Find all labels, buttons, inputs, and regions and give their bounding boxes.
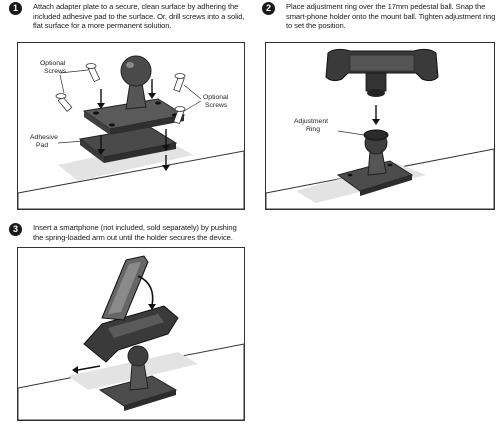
- step-2-illustration: Adjustment Ring: [265, 42, 495, 210]
- step-1-instructions: Attach adapter plate to a secure, clean …: [33, 2, 245, 31]
- pedestal-ball: [120, 55, 152, 87]
- step-1-number: 1: [9, 2, 22, 15]
- adapter-plate-diagram: Optional Screws Optional Screws Adhesive…: [18, 55, 244, 209]
- insertion-arrows: [72, 275, 156, 374]
- label-optional-screws-left: Optional Screws: [40, 60, 67, 75]
- step-1-illustration: Optional Screws Optional Screws Adhesive…: [17, 42, 245, 210]
- smartphone-holder: [83, 305, 179, 363]
- smartphone-insertion-diagram: [18, 255, 244, 420]
- optional-screw-left-2: [55, 93, 73, 112]
- pedestal-stem: [367, 150, 387, 176]
- step-2-number: 2: [262, 2, 275, 15]
- step-2-instructions: Place adjustment ring over the 17mm pede…: [286, 2, 496, 31]
- step-3-instructions: Insert a smartphone (not included, sold …: [33, 223, 237, 242]
- optional-screw-right-2: [173, 106, 186, 125]
- smartphone: [101, 255, 149, 321]
- optional-screw-left-1: [85, 63, 101, 83]
- adjustment-ring: [363, 129, 389, 141]
- label-optional-screws-right: Optional Screws: [203, 94, 230, 109]
- step-3-number: 3: [9, 223, 22, 236]
- smartphone-holder: [325, 48, 439, 97]
- assembly-arrows: [372, 105, 380, 125]
- step-3-illustration: [17, 247, 245, 421]
- pedestal-stem: [125, 82, 147, 110]
- label-adjustment-ring: Adjustment Ring: [294, 118, 330, 133]
- pedestal-ball: [127, 345, 149, 367]
- label-adhesive-pad: Adhesive Pad: [30, 134, 60, 149]
- assembly-arrows: [97, 79, 170, 171]
- optional-screw-right-1: [173, 73, 186, 93]
- holder-attachment-diagram: Adjustment Ring: [266, 48, 494, 209]
